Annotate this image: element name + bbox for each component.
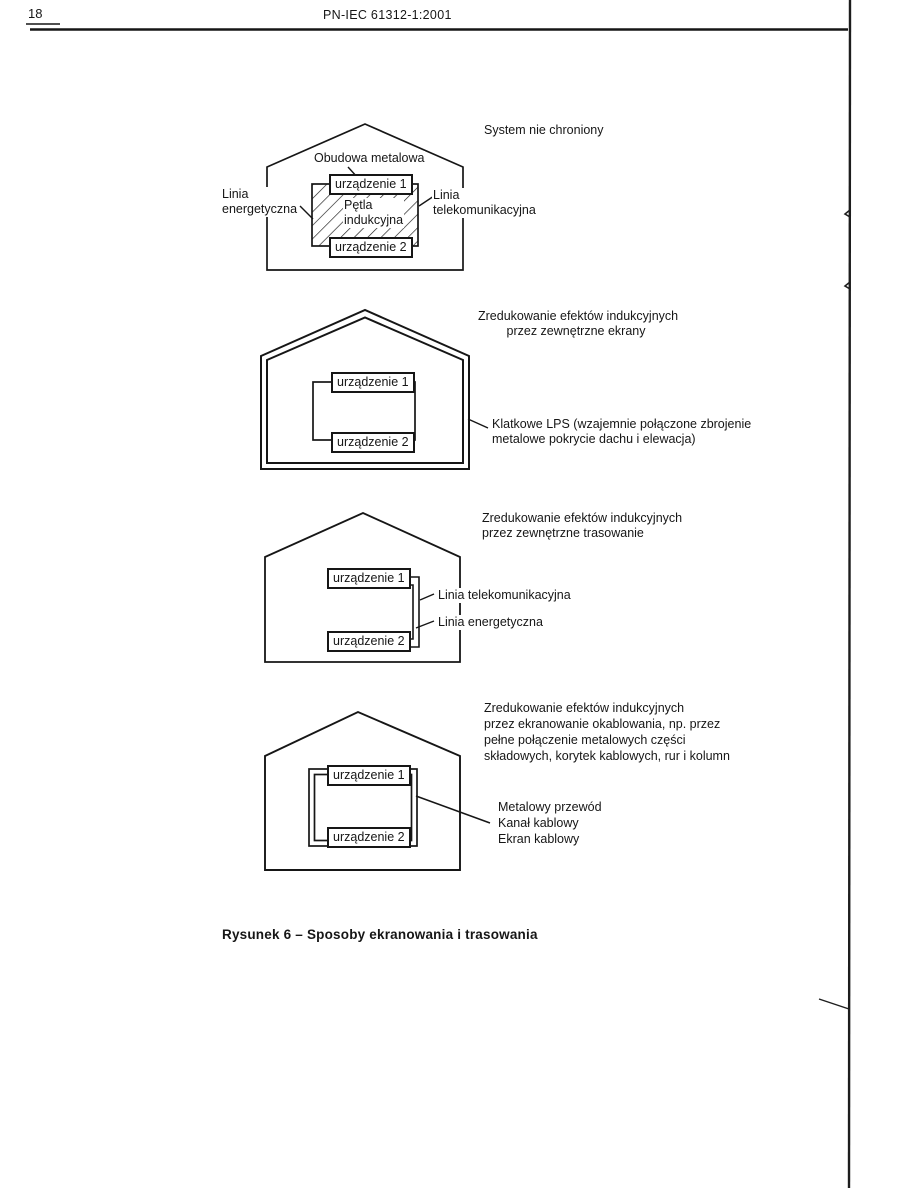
d1-telecom-line-label: Linia telekomunikacyjna bbox=[432, 188, 537, 218]
page-number: 18 bbox=[28, 6, 43, 21]
d1-induction-loop-label: Pętla indukcyjna bbox=[343, 198, 405, 228]
d1-power-line-label: Linia energetyczna bbox=[221, 187, 299, 217]
pointer-line-conduit bbox=[415, 795, 491, 824]
d2-title: Zredukowanie efektów indukcyjnych przez … bbox=[477, 309, 679, 339]
d4-device1-box: urządzenie 1 bbox=[327, 765, 411, 786]
pointer-line-lps bbox=[467, 418, 489, 429]
d2-device1-box: urządzenie 1 bbox=[331, 372, 415, 393]
d2-device2-box: urządzenie 2 bbox=[331, 432, 415, 453]
d4-conduit-label: Metalowy przewód Kanał kablowy Ekran kab… bbox=[497, 799, 603, 847]
house-1-outline bbox=[266, 123, 464, 271]
d3-power-line-label: Linia energetyczna bbox=[437, 615, 544, 630]
figure-caption: Rysunek 6 – Sposoby ekranowania i trasow… bbox=[222, 927, 538, 942]
d3-device1-box: urządzenie 1 bbox=[327, 568, 411, 589]
d1-title: System nie chroniony bbox=[483, 123, 605, 138]
d2-lps-label: Klatkowe LPS (wzajemnie połączone zbroje… bbox=[491, 417, 753, 447]
header-rule bbox=[26, 23, 848, 31]
house-4-outline bbox=[264, 710, 461, 871]
d1-enclosure-label: Obudowa metalowa bbox=[313, 151, 426, 166]
d3-telecom-line-label: Linia telekomunikacyjna bbox=[437, 588, 572, 603]
d4-title: Zredukowanie efektów indukcyjnych przez … bbox=[483, 700, 731, 764]
house-3-outline bbox=[264, 512, 461, 663]
house-2-double-outline bbox=[260, 308, 470, 470]
d4-device2-box: urządzenie 2 bbox=[327, 827, 411, 848]
d3-title: Zredukowanie efektów indukcyjnych przez … bbox=[481, 511, 684, 541]
d3-device2-box: urządzenie 2 bbox=[327, 631, 411, 652]
d1-device1-box: urządzenie 1 bbox=[329, 174, 413, 195]
pointer-lines-3 bbox=[415, 593, 435, 629]
scan-binding-artifact bbox=[818, 0, 852, 1188]
header-title: PN-IEC 61312-1:2001 bbox=[323, 8, 452, 22]
d1-device2-box: urządzenie 2 bbox=[329, 237, 413, 258]
